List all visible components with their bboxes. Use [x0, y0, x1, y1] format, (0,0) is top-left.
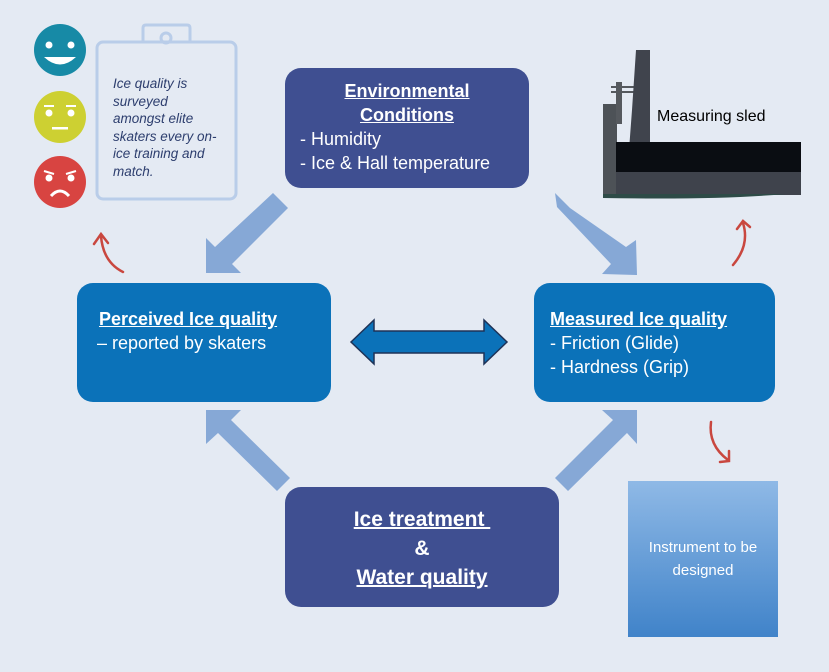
happy-face-icon [34, 24, 86, 76]
environmental-item: - Ice & Hall temperature [300, 153, 491, 173]
environmental-title-line2: Conditions [360, 105, 454, 125]
measuring-sled-label: Measuring sled [657, 108, 766, 125]
measured-item: - Friction (Glide) [550, 333, 680, 353]
arrow-treatment-to-perceived [206, 410, 290, 491]
instrument-line2: designed [672, 562, 734, 579]
double-arrow-icon [349, 318, 509, 366]
measured-title: Measured Ice quality [550, 309, 728, 329]
treatment-line3: Water quality [356, 566, 488, 589]
red-arrow-to-instrument [709, 420, 731, 464]
environmental-item: - Humidity [300, 129, 382, 149]
treatment-line1: Ice treatment [353, 508, 491, 531]
treatment-line2: & [414, 537, 430, 560]
red-arrow-to-faces [92, 231, 125, 274]
neutral-face-icon [34, 91, 86, 143]
instrument-line1: Instrument to be [648, 539, 758, 556]
measured-item: - Hardness (Grip) [550, 357, 690, 377]
arrow-treatment-to-measured [555, 410, 637, 491]
arrow-env-to-measured [555, 193, 637, 275]
environmental-conditions-box: Environmental Conditions - Humidity - Ic… [285, 68, 529, 188]
clipboard-icon [95, 23, 238, 201]
measured-ice-quality-box: Measured Ice quality - Friction (Glide) … [534, 283, 775, 402]
perceived-subtitle: – reported by skaters [97, 333, 267, 353]
survey-text: Ice quality is surveyed amongst elite sk… [113, 76, 217, 179]
red-arrow-to-sled [731, 219, 752, 267]
instrument-box: Instrument to be designed [628, 481, 778, 637]
measuring-sled-image [603, 50, 801, 199]
ice-treatment-box: Ice treatment & Water quality [285, 487, 559, 607]
sad-face-icon [34, 156, 86, 208]
perceived-ice-quality-box: Perceived Ice quality – reported by skat… [77, 283, 331, 402]
arrow-env-to-perceived [206, 193, 288, 273]
environmental-title-line1: Environmental [344, 81, 470, 101]
perceived-title: Perceived Ice quality [99, 309, 278, 329]
